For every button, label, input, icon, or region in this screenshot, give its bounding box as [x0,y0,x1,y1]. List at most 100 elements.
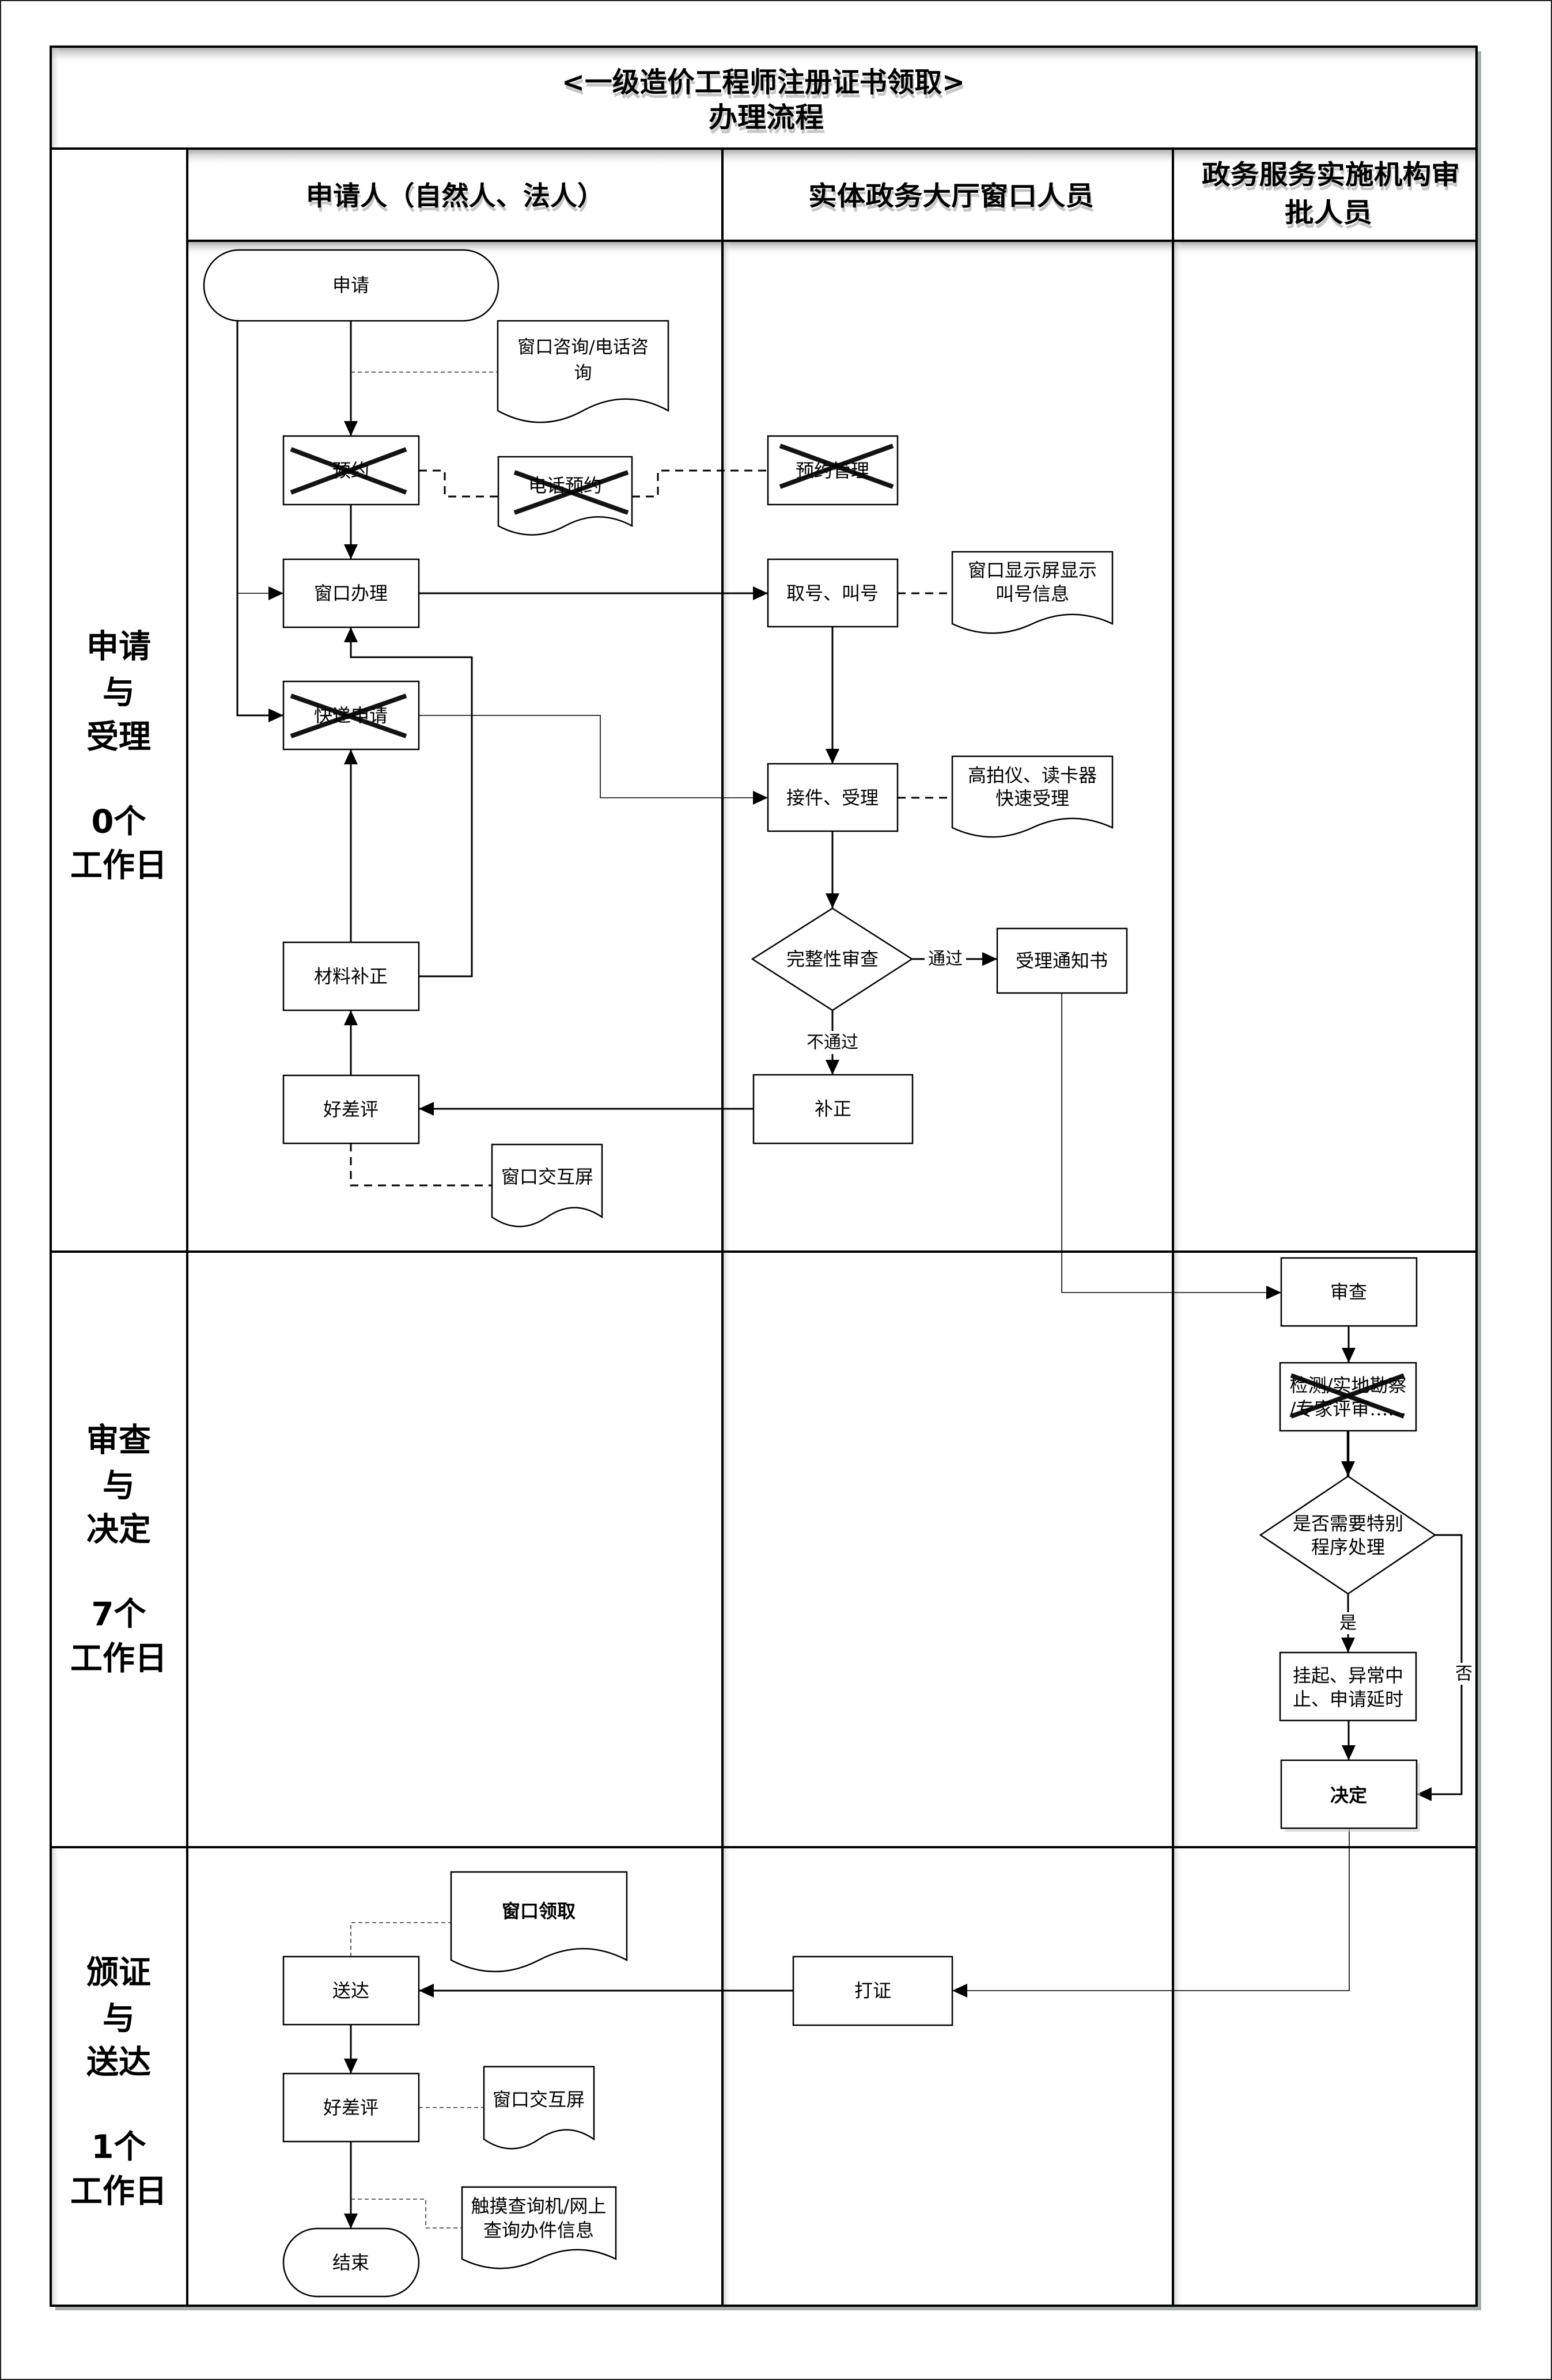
process-shape [767,558,899,628]
connector-apply-to-express [236,321,283,722]
terminator-shape [203,249,499,322]
diagram-title: <一级造价工程师注册证书领取> <一级造价工程师注册证书领取> 办理流程 办理流… [562,66,966,138]
phase-name-line: 与 [103,1468,135,1505]
outer-border [50,46,1478,2307]
edge-label-yes: 是 [1338,1612,1358,1634]
cross-line [290,693,407,738]
node-label: 受理通知书 [1016,950,1108,972]
node-label: 补正 [815,1098,851,1120]
node-label: 材料补正 [314,965,388,987]
lane-header-shadow: 申请人（自然人、法人） [307,184,605,215]
node-label-line-2: 叫号信息 [995,583,1069,605]
phase-name-line: 审查 [86,1422,151,1460]
node-rating-2: 好差评 [282,2072,420,2143]
cross-line [1290,1373,1405,1419]
node-label: 结束 [332,2252,369,2273]
decision-shape [751,907,914,1011]
node-label-line-1: 检测/实地勘察 [1290,1374,1407,1396]
process-shape [996,927,1128,994]
edge-label-no: 否 [1453,1663,1474,1685]
edge-label-bg [925,948,966,970]
process-shape [282,941,420,1011]
node-label-line-1: 高拍仪、读卡器 [968,764,1097,786]
dashed-link-pickup [350,1922,451,1957]
document-shape [951,755,1114,838]
cross-line [779,444,894,489]
crossed-out-mark [1290,1373,1405,1419]
connectors [236,321,1463,2229]
node-label-line-1: 窗口显示屏显示 [968,559,1097,581]
node-label: 窗口交互屏 [493,2089,585,2110]
crossed-out-mark [290,447,407,495]
node-label: 审查 [1330,1281,1367,1303]
node-queue-call: 取号、叫号 [767,558,899,628]
lane-shading [1174,242,1475,256]
lane-header-label: 实体政务大厅窗口人员 [808,180,1094,211]
document-shape [951,551,1114,634]
lane-shading-left [1174,242,1182,2307]
crossed-out-mark [290,693,407,738]
phase-duration-unit: 工作日 [70,2173,167,2211]
document-shape [461,2186,617,2269]
document-shape [483,2066,595,2150]
node-label: 窗口领取 [502,1900,576,1922]
process-shape [767,763,899,832]
phase-duration-unit: 工作日 [70,1640,167,1678]
title-line-2: 办理流程 [709,101,824,134]
document-shape [491,1143,603,1227]
node-label: 送达 [332,1980,369,2002]
node-window-handle: 窗口办理 [282,558,420,628]
connector-express-to-accept [419,715,768,805]
node-label: 完整性审查 [786,948,879,970]
process-shape [1280,1257,1418,1327]
phase-duration: 1个 [92,2129,146,2166]
title-line-1-shadow: <一级造价工程师注册证书领取> [563,70,966,103]
dashed-link-query [351,2199,462,2229]
lane-header-label-line-2: 批人员 [1285,197,1372,228]
node-label: 接件、受理 [786,787,879,809]
node-print-cert: 打证 [792,1955,953,2026]
process-shape [1280,1759,1418,1829]
node-label: 好差评 [323,1098,378,1120]
node-reserve: 预约 [282,435,420,506]
phase-duration-unit: 工作日 [70,847,167,885]
phase-shading-left [52,1848,60,2305]
edge-label-fail: 不通过 [804,1031,861,1054]
phase-label-apply-accept: 申请 与 受理 0个 工作日 [70,628,167,885]
node-label: 申请 [332,274,369,296]
node-review: 审查 [1280,1257,1418,1327]
node-label: 窗口交互屏 [501,1166,593,1188]
node-deliver: 送达 [282,1955,420,2026]
node-label: 决定 [1330,1784,1367,1806]
lane-header-applicant: 申请人（自然人、法人） 申请人（自然人、法人） [306,180,605,215]
node-query-doc: 触摸查询机/网上 查询办件信息 [461,2186,617,2269]
node-end: 结束 [282,2227,420,2298]
phase-duration: 7个 [92,1596,146,1634]
phase-name-line: 申请 [86,628,151,666]
node-label-line-2: 程序处理 [1311,1536,1385,1558]
lane-header-window-staff: 实体政务大厅窗口人员 实体政务大厅窗口人员 [808,180,1095,215]
node-label-line-2: 止、申请延时 [1293,1688,1403,1710]
lane-header-shadow: 批人员 [1286,201,1373,232]
document-shape [450,1871,628,1973]
node-consult-doc: 窗口咨询/电话咨 询 [497,320,669,423]
node-scanner-doc: 高拍仪、读卡器 快速受理 [951,755,1114,838]
node-phone-reserve-doc: 电话预约 [497,456,633,536]
lane-header-label: 申请人（自然人、法人） [306,180,604,211]
node-correction: 补正 [752,1074,914,1144]
lane-header-label-line-1: 政务服务实施机构审 [1202,159,1460,190]
node-receive-accept: 接件、受理 [767,763,899,832]
process-shape [282,1074,420,1144]
node-inspection: 检测/实地勘察 /专家评审…… [1279,1362,1417,1432]
node-label-line-1: 是否需要特别 [1293,1513,1403,1534]
header-shading [724,150,1172,166]
crossed-out-mark [779,444,894,489]
edge-label-pass: 通过 [925,948,966,970]
phase-duration: 0个 [92,804,146,841]
node-decision: 决定 [1280,1759,1420,1832]
phase-name-line: 送达 [86,2044,151,2082]
cross-line [290,447,407,495]
node-label-line-1: 触摸查询机/网上 [471,2195,607,2217]
